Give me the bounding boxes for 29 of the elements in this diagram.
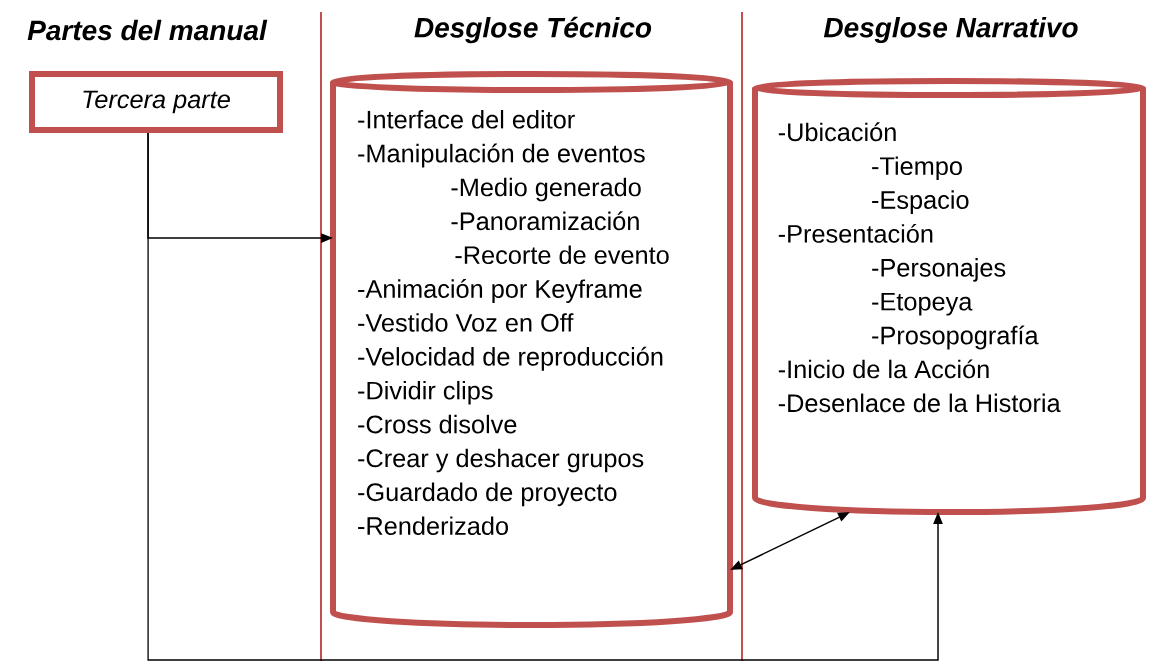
node-label: -Renderizado xyxy=(358,516,508,536)
node-label: -Presentación xyxy=(778,223,933,243)
node-label: -Inicio de la Acción xyxy=(778,359,989,379)
node-label: -Crear y deshacer grupos xyxy=(358,448,644,473)
node-label: -Velocidad de reproducción xyxy=(358,346,663,371)
column-heading: Partes del manual xyxy=(27,19,268,41)
cylinder: -Ubicación -Tiempo -Espacio -Presentación -Personajes -Etopeya -Prosopografía -Inicio de la Acción -Desenlace de la Historia xyxy=(752,78,1146,515)
column-heading: Desglose Técnico xyxy=(414,16,652,44)
text-box: Tercera parte xyxy=(29,71,283,133)
node-label: -Panoramización xyxy=(451,211,639,231)
node-label: -Prosopografía xyxy=(872,325,1039,350)
node-label: -Personajes xyxy=(872,258,1006,282)
node-label: -Cross disolve xyxy=(358,414,517,434)
node-label: -Dividir clips xyxy=(358,380,493,405)
node-label: -Guardado de proyecto xyxy=(358,482,617,507)
cylinder: -Interface del editor -Manipulación de eventos -Medio generado -Panoramización -Recorte de evento -Animación por Keyframe -Vestido Voz en Off -Velocidad de reproducción -Dividir clips -Cross disolve -Crear y deshacer grupos -Guardado de proyecto -Renderizado xyxy=(330,71,733,628)
node-label: -Animación por Keyframe xyxy=(358,279,642,303)
column-heading: Desglose Narrativo xyxy=(823,16,1078,44)
node-label: -Etopeya xyxy=(872,292,973,316)
node-label: -Recorte de evento xyxy=(455,245,669,265)
node-label: -Tiempo xyxy=(872,156,962,181)
node-label: -Ubicación xyxy=(778,122,896,142)
node-label: -Espacio xyxy=(872,190,969,214)
node-label: -Desenlace de la Historia xyxy=(778,393,1061,413)
arrow xyxy=(147,132,943,661)
node-label: -Manipulación de eventos xyxy=(358,143,645,168)
node-label: -Medio generado xyxy=(451,177,641,202)
node-label: -Interface del editor xyxy=(358,110,575,129)
node-label: -Vestido Voz en Off xyxy=(358,313,574,332)
